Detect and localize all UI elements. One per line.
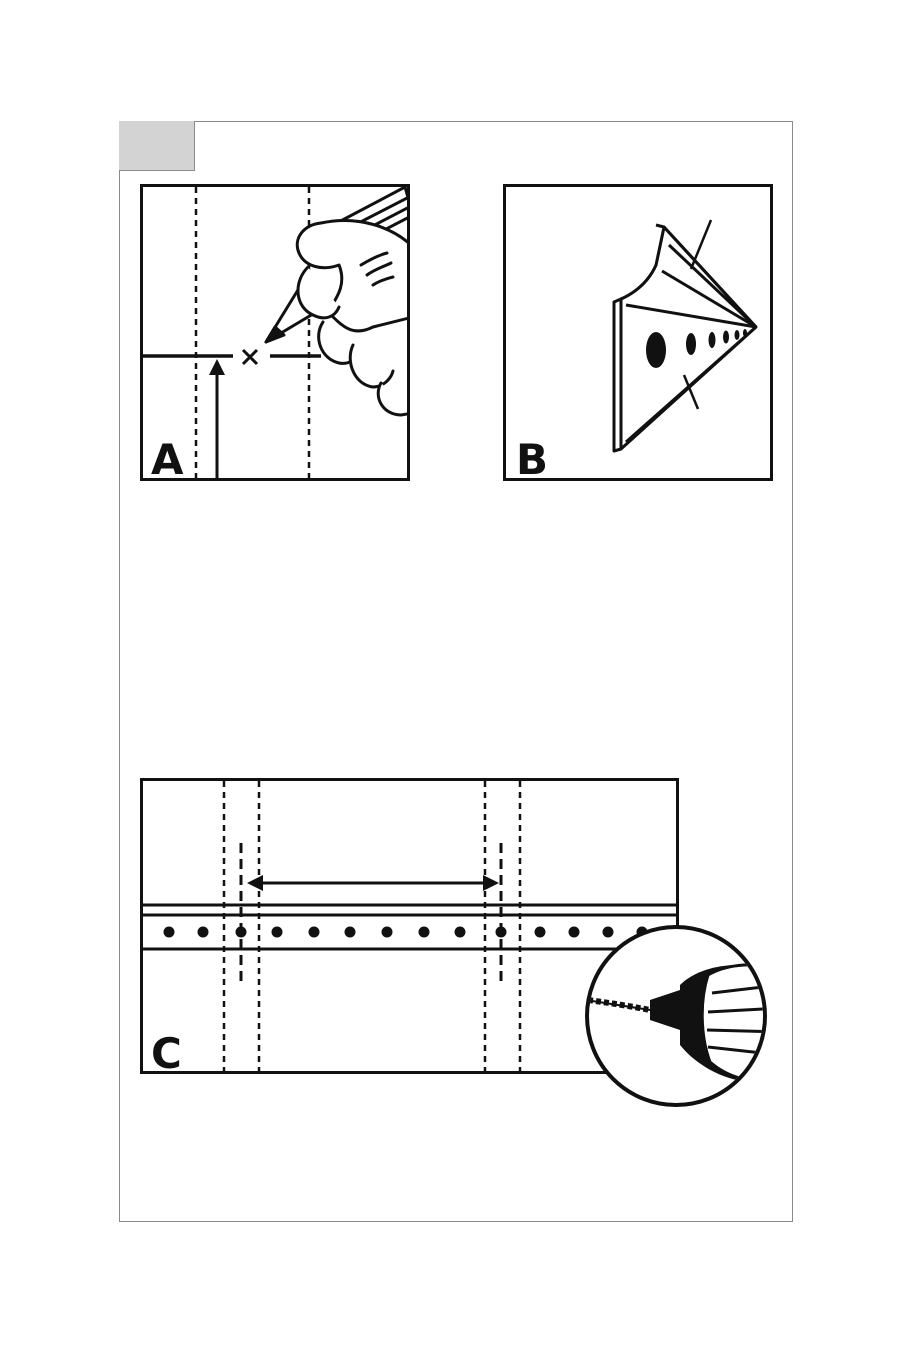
panel-c-illustration	[143, 781, 679, 1074]
callout-line-top	[691, 220, 711, 269]
panel-c: C	[140, 778, 679, 1074]
panel-b: B	[503, 184, 773, 481]
cross-mark-icon	[243, 350, 257, 364]
rail-icon	[614, 225, 756, 451]
height-arrow-head	[209, 359, 225, 375]
panel-b-label: B	[516, 439, 548, 481]
panel-c-label: C	[151, 1033, 182, 1074]
panel-a-label: A	[151, 439, 184, 481]
rail-holes	[164, 927, 648, 938]
pencil-hand-icon	[266, 187, 410, 415]
step-tab	[119, 121, 195, 171]
panel-a: A	[140, 184, 410, 481]
